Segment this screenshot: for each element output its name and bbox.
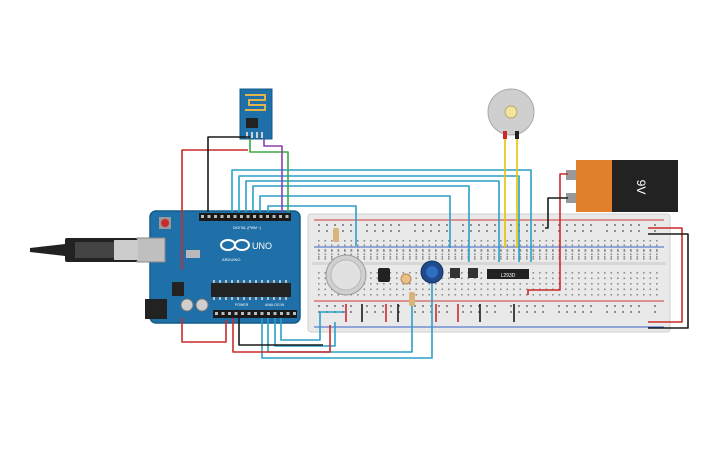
battery-9v[interactable]: 9V [566, 160, 678, 212]
wire-green-wifi [249, 139, 289, 212]
wire-red-2 [232, 318, 331, 353]
wire-black-gnd2 [238, 318, 323, 346]
resistor[interactable] [333, 228, 415, 306]
wire-cyan-3 [245, 180, 500, 262]
gas-sensor[interactable] [325, 254, 367, 296]
wire-cyan-5 [259, 195, 451, 248]
usb-port [136, 237, 166, 263]
photoresistor[interactable] [400, 273, 412, 285]
temperature-sensor[interactable] [378, 268, 390, 282]
atmega-chip [211, 283, 291, 297]
wire-cyan-1 [231, 169, 532, 262]
wire-purple-wifi [263, 139, 283, 212]
motor-driver-ic[interactable]: L293D [487, 269, 529, 279]
wire-black-gnd [207, 136, 250, 212]
wire-cyan-6 [267, 205, 357, 246]
wire-red-battery [527, 173, 568, 295]
wire-red-rail [648, 227, 683, 323]
wire-cyan-a2 [267, 300, 413, 353]
infinity-icon [220, 239, 250, 251]
potentiometer[interactable] [420, 260, 444, 284]
arduino-uno[interactable]: UNO ARDUINO DIGITAL (PWM ~) POWER ANALOG… [136, 210, 301, 324]
digital-header [199, 213, 291, 221]
dc-motor[interactable] [487, 88, 535, 139]
wires [181, 136, 689, 359]
breadboard-holes [318, 224, 658, 313]
power-jack [145, 299, 167, 319]
wire-cyan-2 [238, 175, 520, 262]
wire-cyan-4 [252, 185, 470, 262]
analog-label: ANALOG IN [265, 303, 285, 307]
esp8266-wifi-module[interactable] [239, 88, 273, 140]
power-label: POWER [235, 303, 249, 307]
wire-cyan-a1 [261, 262, 433, 359]
wire-cyan-a4 [280, 311, 345, 341]
digital-label: DIGITAL (PWM ~) [233, 226, 261, 230]
arduino-brand-label: ARDUINO [222, 257, 240, 262]
usb-cable[interactable] [30, 238, 138, 262]
wire-black-battery [545, 197, 568, 229]
arduino-model-label: UNO [252, 241, 272, 251]
wire-red-vin [181, 149, 248, 270]
ic-label: L293D [501, 273, 516, 279]
wire-black-rail [648, 233, 689, 329]
wire-cyan-a3 [274, 318, 336, 347]
wire-red-5v [181, 318, 227, 343]
pushbutton[interactable] [450, 268, 478, 278]
reset-button[interactable] [161, 219, 169, 227]
battery-label: 9V [634, 180, 648, 195]
